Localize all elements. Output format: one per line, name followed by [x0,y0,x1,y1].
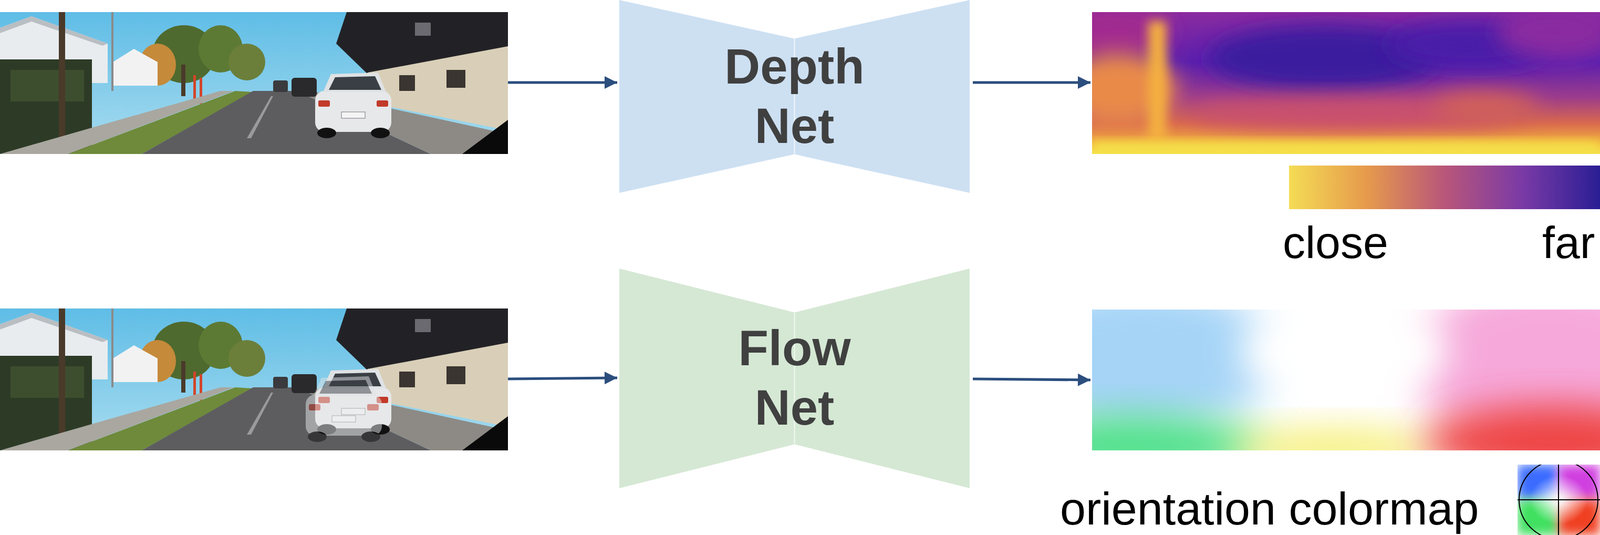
depth-blob [1497,12,1600,58]
wheel-axis [1517,499,1600,501]
bowtie-shape [619,0,970,193]
car-ghost [305,376,382,442]
arrow [507,377,618,379]
wheel-ground [1517,464,1600,535]
bowtie-shape [619,268,970,488]
wheel-center [1517,464,1600,535]
node-content: Depth Net [619,0,970,193]
network-block: Depth Net [619,0,970,193]
depth-blob [1434,91,1540,124]
bowtie-fill [619,0,970,193]
flow-blob [1423,404,1600,451]
network-block: Flow Net [619,268,970,488]
wheel-ring [1519,464,1598,535]
bowtie-fill [619,268,970,488]
depth-ground [1092,141,1600,154]
street-photo [0,308,508,451]
depth-map [1092,12,1600,154]
arrow [972,81,1091,85]
input-image-pair [0,308,508,451]
flow-blob [1229,428,1440,451]
node-content: Flow Net [619,268,970,488]
colorbar-label: far [1542,219,1595,265]
arrow [507,81,618,85]
block-label: Depth Net [708,37,882,157]
flow-map [1092,309,1600,451]
arrow [972,378,1091,380]
color-wheel [1517,464,1600,535]
input-image [0,12,508,154]
street-photo [0,12,508,154]
colormap-caption: orientation colormap [1060,485,1479,532]
block-label: Flow Net [708,318,882,438]
colorbar-label: close [1282,219,1389,265]
depth-pole [1148,21,1167,142]
flow-blob [1239,309,1450,400]
colorbar [1289,165,1600,210]
